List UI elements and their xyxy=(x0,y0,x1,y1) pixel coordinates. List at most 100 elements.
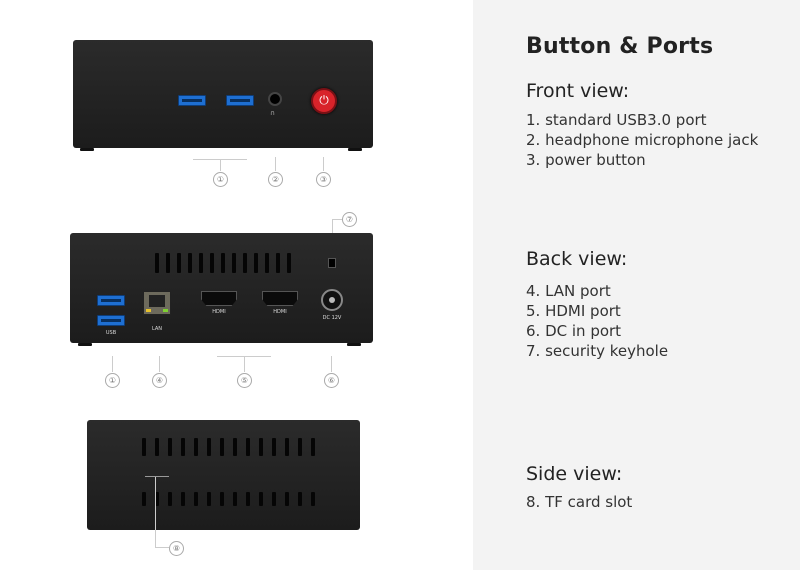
callout-line xyxy=(331,356,332,372)
vent-slot xyxy=(142,438,146,456)
side-view-device xyxy=(87,420,360,530)
vent-slot xyxy=(168,438,172,456)
vent-slot xyxy=(210,253,214,273)
list-item: 6. DC in port xyxy=(526,322,622,340)
vent-slot xyxy=(233,438,237,456)
callout-line xyxy=(332,219,333,235)
list-item: 1. standard USB3.0 port xyxy=(526,111,707,129)
device-foot xyxy=(348,148,362,151)
callout-3: ③ xyxy=(316,172,331,187)
vent-slot xyxy=(207,438,211,456)
vent-slot xyxy=(166,253,170,273)
callout-line xyxy=(275,157,276,171)
vent-slot xyxy=(194,492,198,506)
vent-slot xyxy=(246,492,250,506)
callout-line xyxy=(332,219,342,220)
vent-slot xyxy=(155,253,159,273)
vent-slot xyxy=(220,492,224,506)
vent-slot xyxy=(287,253,291,273)
vent-slot xyxy=(276,253,280,273)
vent-slot xyxy=(221,253,225,273)
lan-port-icon xyxy=(143,291,171,315)
vent-slot xyxy=(259,492,263,506)
hdmi-port-icon xyxy=(201,291,237,306)
page-title: Button & Ports xyxy=(526,34,714,59)
power-button-icon: ⏻ xyxy=(311,88,337,114)
vent-slot xyxy=(272,492,276,506)
front-view-title: Front view: xyxy=(526,80,630,102)
vent-slot xyxy=(285,492,289,506)
description-panel: Button & Ports Front view: 1. standard U… xyxy=(473,0,800,570)
callout-1-back: ① xyxy=(105,373,120,388)
device-foot xyxy=(347,343,361,346)
callout-line xyxy=(155,477,156,547)
tf-card-slot-icon xyxy=(145,476,169,477)
callout-line xyxy=(323,157,324,171)
usb-port-icon xyxy=(226,95,254,106)
device-illustrations: ∩ ⏻ ① ② ③ ⑦ USB LAN H xyxy=(70,40,373,556)
list-item: 3. power button xyxy=(526,151,646,169)
callout-2: ② xyxy=(268,172,283,187)
vent-slot xyxy=(233,492,237,506)
usb-port-icon xyxy=(178,95,206,106)
list-item: 7. security keyhole xyxy=(526,342,669,360)
side-view-title: Side view: xyxy=(526,463,623,485)
vent-slot xyxy=(168,492,172,506)
front-view-device: ∩ ⏻ xyxy=(73,40,373,148)
back-view-title: Back view: xyxy=(526,248,628,270)
list-item: 4. LAN port xyxy=(526,282,611,300)
headphone-jack-icon xyxy=(268,92,282,106)
callout-line xyxy=(155,547,169,548)
vent-slot xyxy=(220,438,224,456)
vent-slot xyxy=(285,438,289,456)
vent-slot xyxy=(188,253,192,273)
callout-1: ① xyxy=(213,172,228,187)
usb-port-icon xyxy=(97,295,125,306)
headset-symbol-icon: ∩ xyxy=(270,109,276,117)
callout-7: ⑦ xyxy=(342,212,357,227)
vent-slot xyxy=(199,253,203,273)
vent-slot xyxy=(232,253,236,273)
device-foot xyxy=(78,343,92,346)
back-view-device: USB LAN HDMI HDMI DC 12V xyxy=(70,233,373,343)
usb-label: USB xyxy=(105,330,117,336)
vent-slot xyxy=(194,438,198,456)
list-item: 8. TF card slot xyxy=(526,493,633,511)
front-view-list: 1. standard USB3.0 port 2. headphone mic… xyxy=(526,110,758,170)
vent-slot xyxy=(272,438,276,456)
lan-socket xyxy=(149,295,165,307)
lan-led-green xyxy=(163,309,168,312)
callout-5: ⑤ xyxy=(237,373,252,388)
vent-slot xyxy=(243,253,247,273)
vent-slot xyxy=(155,438,159,456)
device-foot xyxy=(80,148,94,151)
hdmi-port-icon xyxy=(262,291,298,306)
vent-slot xyxy=(181,438,185,456)
hdmi-label: HDMI xyxy=(273,309,287,315)
vent-slot xyxy=(177,253,181,273)
vent-slot xyxy=(311,492,315,506)
callout-line xyxy=(220,159,221,171)
vent-slot xyxy=(246,438,250,456)
usb-port-icon xyxy=(97,315,125,326)
lan-led-yellow xyxy=(146,309,151,312)
security-keyhole-icon xyxy=(328,258,336,268)
callout-4: ④ xyxy=(152,373,167,388)
vent-slot xyxy=(265,253,269,273)
dc-label: DC 12V xyxy=(322,315,342,321)
back-view-list: 4. LAN port 5. HDMI port 6. DC in port 7… xyxy=(526,281,668,361)
lan-label: LAN xyxy=(151,326,163,332)
vent-slot xyxy=(207,492,211,506)
side-view-list: 8. TF card slot xyxy=(526,492,632,512)
dc-in-port-icon xyxy=(321,289,343,311)
callout-line xyxy=(159,356,160,372)
hdmi-label: HDMI xyxy=(212,309,226,315)
vent-slot xyxy=(311,438,315,456)
vent-slot xyxy=(298,438,302,456)
list-item: 2. headphone microphone jack xyxy=(526,131,759,149)
vent-slot xyxy=(254,253,258,273)
list-item: 5. HDMI port xyxy=(526,302,621,320)
vent-slot xyxy=(259,438,263,456)
vent-slot xyxy=(181,492,185,506)
callout-line xyxy=(244,356,245,372)
